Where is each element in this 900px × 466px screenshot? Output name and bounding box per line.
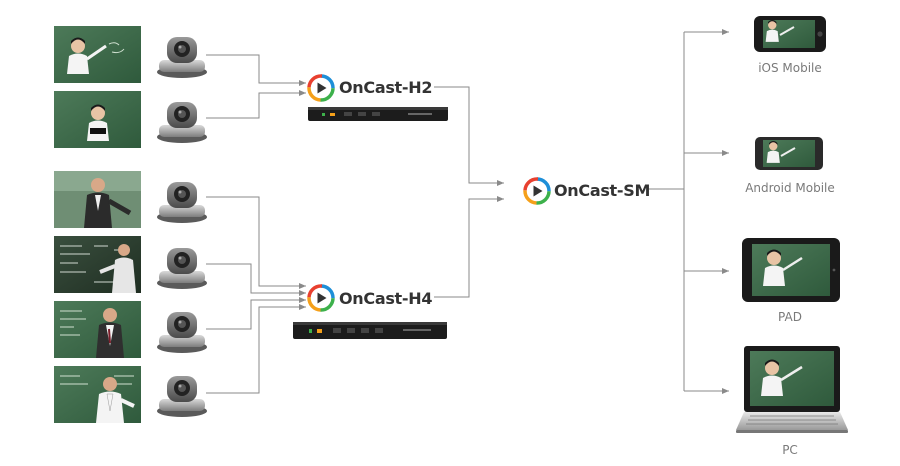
ptz-camera-icon	[157, 248, 207, 289]
oncast-h4-label: OnCast-H4	[339, 289, 433, 308]
oncast-sm-label: OnCast-SM	[554, 181, 651, 200]
encoder-device-icon	[308, 107, 448, 121]
android-phone-icon	[755, 137, 823, 170]
ptz-camera-icon	[157, 312, 207, 353]
encoder-device-icon	[293, 322, 447, 339]
ptz-camera-icon	[157, 102, 207, 143]
video-thumbnail	[54, 366, 141, 423]
oncast-logo-icon	[307, 284, 335, 312]
oncast-h2-label: OnCast-H2	[339, 78, 433, 97]
oncast-logo-icon	[307, 74, 335, 102]
video-thumbnail	[54, 171, 141, 228]
ptz-camera-icon	[157, 182, 207, 223]
device-label-ios: iOS Mobile	[758, 61, 822, 75]
video-thumbnail	[54, 91, 141, 148]
iphone-icon	[754, 16, 826, 52]
video-thumbnail	[54, 26, 141, 83]
device-label-pc: PC	[782, 443, 798, 457]
ptz-camera-icon	[157, 37, 207, 78]
device-label-pad: PAD	[778, 310, 802, 324]
ptz-camera-icon	[157, 376, 207, 417]
device-label-android: Android Mobile	[745, 181, 835, 195]
video-thumbnail	[54, 236, 141, 293]
connector-lines	[206, 29, 729, 394]
video-thumbnail	[54, 301, 141, 358]
oncast-logo-icon	[523, 177, 551, 205]
tablet-icon	[742, 238, 840, 302]
laptop-icon	[736, 346, 848, 433]
